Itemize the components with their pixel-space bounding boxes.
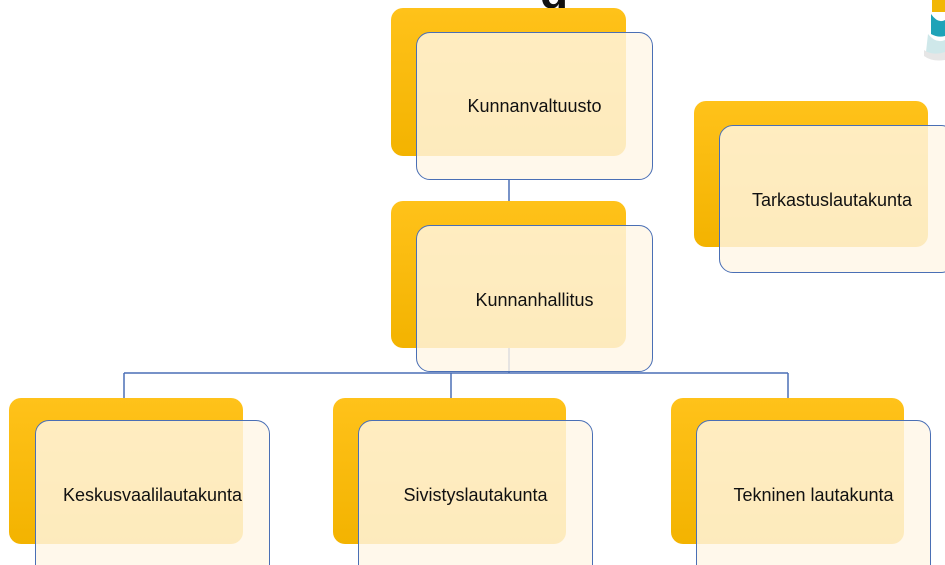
node-label: Keskusvaalilautakunta xyxy=(62,484,243,505)
node-box xyxy=(35,420,270,565)
node-box xyxy=(358,420,593,565)
node-label: Kunnanhallitus xyxy=(475,289,594,310)
municipal-logo-icon xyxy=(924,0,945,61)
node-box xyxy=(696,420,931,565)
node-box xyxy=(719,125,945,273)
node-label: Tarkastuslautakunta xyxy=(751,189,913,210)
node-label: Tekninen lautakunta xyxy=(733,484,894,505)
node-box xyxy=(416,32,653,180)
node-box xyxy=(416,225,653,372)
node-label: Sivistyslautakunta xyxy=(403,484,548,505)
node-label: Kunnanvaltuusto xyxy=(467,95,602,116)
